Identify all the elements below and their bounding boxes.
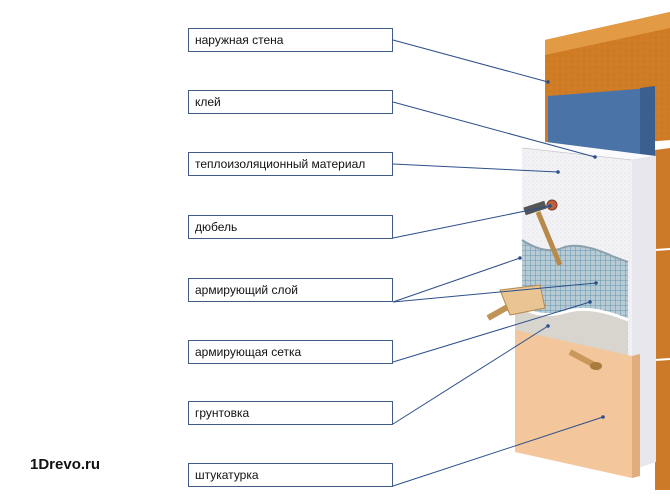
leader-line-glue: [392, 101, 596, 158]
label-glue: клей: [188, 90, 393, 114]
label-reinforcing-layer: армирующий слой: [188, 278, 393, 302]
label-dowel: дюбель: [188, 215, 393, 239]
leader-line-dowel: [392, 205, 551, 239]
reinforcing-mesh-layer: [521, 239, 629, 320]
label-primer: грунтовка: [188, 401, 393, 425]
label-reinforcing-mesh: армирующая сетка: [188, 340, 393, 364]
leader-dots: [518, 80, 605, 419]
spatula: [486, 284, 546, 321]
label-plaster: штукатурка: [188, 463, 393, 487]
leader-line-plaster: [392, 416, 604, 487]
label-outer-wall: наружная стена: [188, 28, 393, 52]
leader-line-primer: [392, 325, 549, 425]
leader-line-reinforcing-layer-2: [392, 282, 597, 303]
site-brand: 1Drevo.ru: [30, 456, 101, 473]
leader-line-insulation: [392, 163, 559, 173]
leader-line-mesh: [392, 301, 591, 363]
label-insulation-material: теплоизоляционный материал: [188, 152, 393, 176]
hammer: [523, 200, 563, 266]
leader-line-reinforcing-layer-1: [392, 257, 521, 303]
leader-lines: [392, 39, 604, 487]
roller: [568, 349, 602, 371]
leader-line-outer-wall: [392, 39, 549, 83]
plaster-layer: [515, 330, 640, 478]
